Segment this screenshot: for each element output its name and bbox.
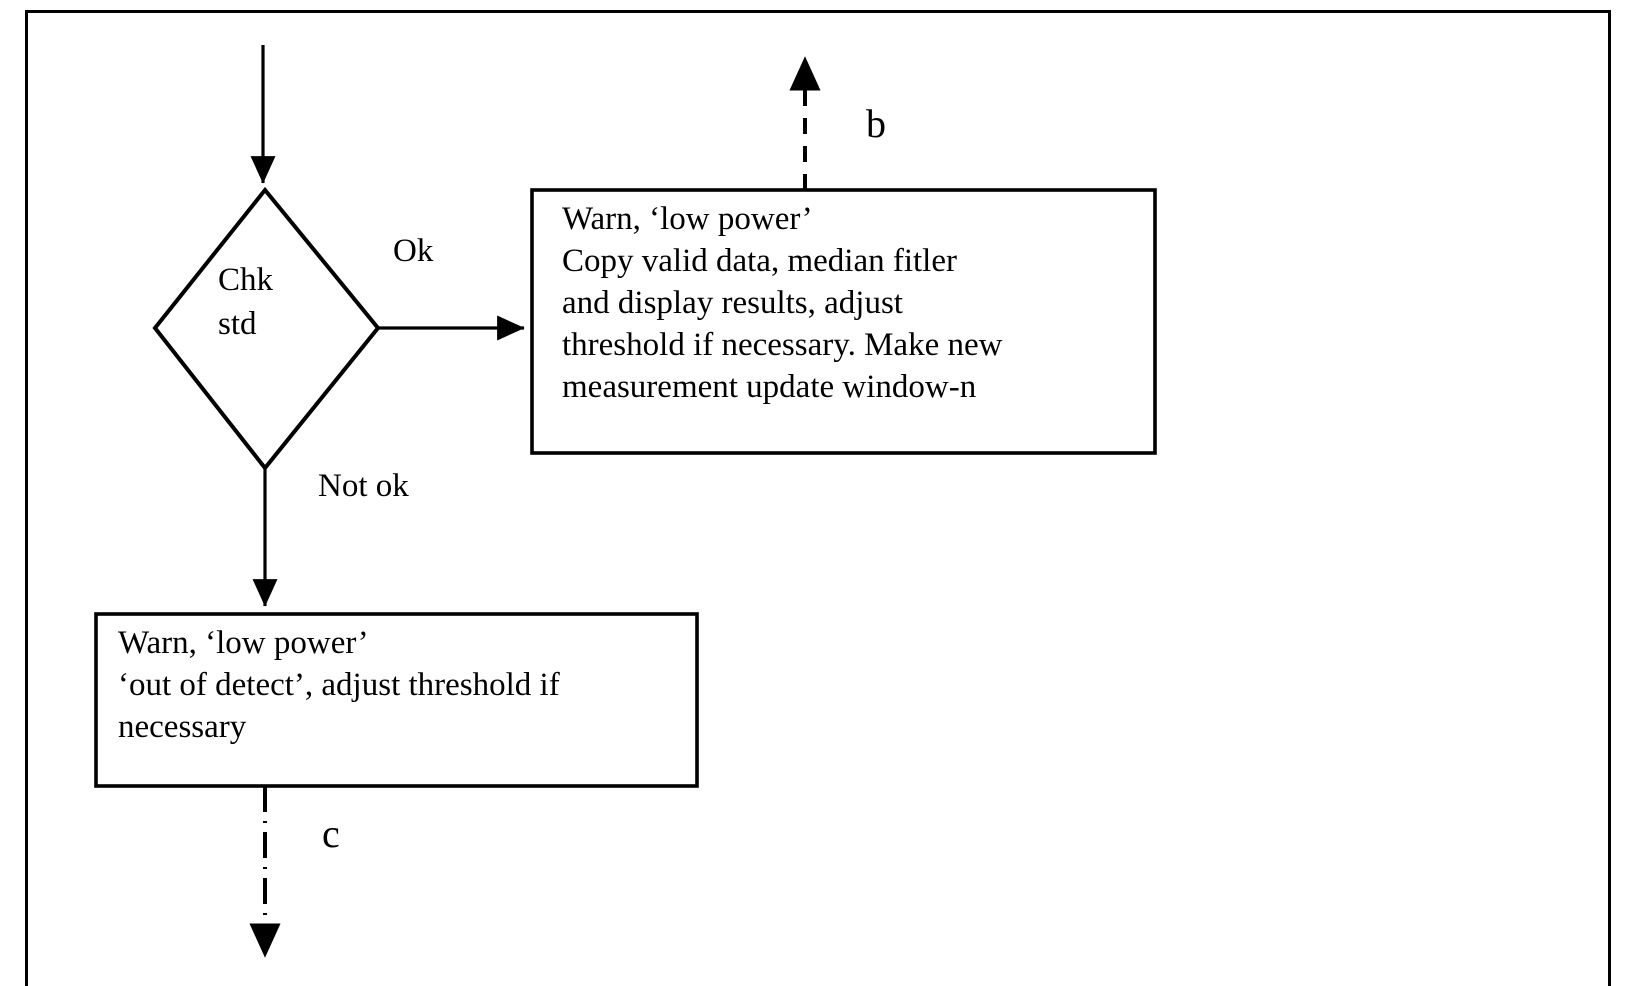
edge-label-ok: Ok [393,233,434,269]
connector-label-b: b [866,101,886,146]
edge-label-not-ok: Not ok [318,468,409,504]
process-warn-low-power-not-ok-label: Warn, ‘low power’ ‘out of detect’, adjus… [118,625,560,745]
process-warn-low-power-ok [530,188,1157,455]
process-warn-low-power-not-ok [94,612,699,788]
connector-label-c: c [322,811,340,856]
process-warn-low-power-ok-label: Warn, ‘low power’ Copy valid data, media… [562,201,1003,405]
decision-chk-std-label: Chk std [218,262,274,342]
page-border-frame [25,10,1611,986]
